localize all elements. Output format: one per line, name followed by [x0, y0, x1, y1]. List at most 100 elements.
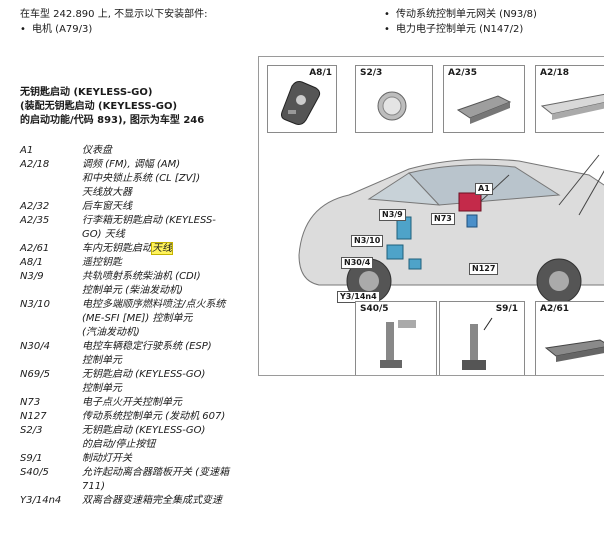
- legend-description-line: 无钥匙启动 (KEYLESS-GO): [82, 425, 206, 436]
- trunk-antenna-icon: [456, 95, 512, 124]
- legend-description-line: 车内无钥匙启动天线: [82, 242, 173, 255]
- intro-bullet: 电机 (A79/3): [20, 23, 92, 37]
- legend-row: A2/35 行李箱无钥匙启动 (KEYLESS- GO) 天线: [20, 214, 245, 242]
- legend-code: N30/4: [20, 341, 50, 352]
- legend-description: 电控多端顺序燃料喷注/点火系统 (ME-SFI [ME]) 控制单元 (汽油发动机): [82, 298, 245, 340]
- legend-description: 电子点火开关控制单元: [82, 396, 245, 410]
- legend-description-line: 遥控钥匙: [82, 257, 122, 268]
- clutch-pedal-switch-icon: [380, 320, 416, 368]
- legend-description: 车内无钥匙启动天线: [82, 242, 245, 256]
- legend-row: N73 电子点火开关控制单元: [20, 396, 245, 410]
- box-s9-1: S9/1: [439, 301, 525, 375]
- start-stop-button-icon: [377, 91, 407, 121]
- legend-code: N3/9: [20, 271, 44, 282]
- legend-description-line: 天线放大器: [82, 187, 132, 198]
- legend-description-line: 行李箱无钥匙启动 (KEYLESS-: [82, 215, 216, 226]
- legend-description-line: 共轨喷射系统柴油机 (CDI): [82, 271, 201, 282]
- callout-n30-4: N30/4: [341, 257, 374, 269]
- legend-description: 遥控钥匙: [82, 256, 245, 270]
- legend-description: 仪表盘: [82, 144, 245, 158]
- legend-description-line: (汽油发动机): [82, 327, 140, 338]
- legend-description: 共轨喷射系统柴油机 (CDI) 控制单元 (柴油发动机): [82, 270, 245, 298]
- legend-description-line: (ME-SFI [ME]) 控制单元: [82, 313, 193, 324]
- legend-code: Y3/14n4: [20, 495, 62, 506]
- legend-code: A2/18: [20, 159, 50, 170]
- legend-code: S40/5: [20, 467, 49, 478]
- right-bullet-2: 电力电子控制单元 (N147/2): [384, 23, 523, 37]
- callout-n3-10: N3/10: [351, 235, 384, 247]
- legend-description-line: 控制单元 (柴油发动机): [82, 285, 183, 296]
- legend-row: S2/3 无钥匙启动 (KEYLESS-GO) 的启动/停止按钮: [20, 424, 245, 452]
- legend-description-line: 制动灯开关: [82, 453, 132, 464]
- antenna-amplifier-icon: [540, 93, 604, 120]
- legend-code: A2/61: [20, 243, 50, 254]
- legend-row: Y3/14n4 双离合器变速箱完全集成式变速: [20, 494, 245, 508]
- legend-description-line: 和中央锁止系统 (CL [ZV]): [82, 173, 201, 184]
- legend-row: N3/10 电控多端顺序燃料喷注/点火系统 (ME-SFI [ME]) 控制单元 (汽…: [20, 298, 245, 340]
- legend-code: N69/5: [20, 369, 50, 380]
- legend-description-line: 电子点火开关控制单元: [82, 397, 182, 408]
- legend-code: N3/10: [20, 299, 50, 310]
- legend-description: 调频 (FM), 调幅 (AM) 和中央锁止系统 (CL [ZV]) 天线放大器: [82, 158, 245, 200]
- legend-description-line: 后车窗天线: [82, 201, 132, 212]
- legend-description: 传动系统控制单元 (发动机 607): [82, 410, 245, 424]
- box-a2-35: A2/35: [443, 65, 525, 133]
- legend-description: 双离合器变速箱完全集成式变速: [82, 494, 245, 508]
- legend-code: S2/3: [20, 425, 43, 436]
- legend-code: A1: [20, 145, 34, 156]
- interior-antenna-icon: [544, 339, 604, 362]
- legend-description-line: 无钥匙启动 (KEYLESS-GO): [82, 369, 206, 380]
- legend-description: 行李箱无钥匙启动 (KEYLESS- GO) 天线: [82, 214, 245, 242]
- callout-n127: N127: [469, 263, 499, 275]
- legend-description-line: 的启动/停止按钮: [82, 439, 156, 450]
- legend-description-line: 控制单元: [82, 355, 122, 366]
- component-legend: A1 仪表盘 A2/18 调频 (FM), 调幅 (AM) 和中央锁止系统 (CL [Z…: [20, 144, 245, 508]
- intro-line: 在车型 242.890 上, 不显示以下安装部件:: [20, 9, 208, 20]
- figure-panel: A8/1 S2/3 A2/35 A2/18: [258, 56, 604, 376]
- legend-description-line: 双离合器变速箱完全集成式变速: [82, 495, 222, 506]
- legend-description-line: GO) 天线: [82, 229, 125, 240]
- legend-description-line: 仪表盘: [82, 145, 112, 156]
- box-a2-61: A2/61: [535, 301, 604, 375]
- legend-code: N73: [20, 397, 41, 408]
- legend-description-line: 电控多端顺序燃料喷注/点火系统: [82, 299, 226, 310]
- legend-row: N127 传动系统控制单元 (发动机 607): [20, 410, 245, 424]
- legend-code: S9/1: [20, 453, 43, 464]
- legend-description-line: 711): [82, 481, 105, 492]
- right-bullet-1: 传动系统控制单元网关 (N93/8): [384, 8, 537, 22]
- legend-description-line: 传动系统控制单元 (发动机 607): [82, 411, 226, 422]
- box-s40-5: S40/5: [355, 301, 437, 375]
- section-title-3: 的启动功能/代码 893), 图示为车型 246: [20, 115, 205, 126]
- legend-row: A1 仪表盘: [20, 144, 245, 158]
- legend-row: A8/1 遥控钥匙: [20, 256, 245, 270]
- legend-description: 电控车辆稳定行驶系统 (ESP) 控制单元: [82, 340, 245, 368]
- box-a8-1: A8/1: [267, 65, 337, 133]
- legend-description: 无钥匙启动 (KEYLESS-GO) 的启动/停止按钮: [82, 424, 245, 452]
- legend-row: N30/4 电控车辆稳定行驶系统 (ESP) 控制单元: [20, 340, 245, 368]
- legend-row: N69/5 无钥匙启动 (KEYLESS-GO) 控制单元: [20, 368, 245, 396]
- legend-code: N127: [20, 411, 47, 422]
- remote-key-icon: [281, 81, 321, 125]
- legend-code: A8/1: [20, 257, 43, 268]
- box-s2-3: S2/3: [355, 65, 433, 133]
- legend-description: 后车窗天线: [82, 200, 245, 214]
- callout-n73: N73: [431, 213, 455, 225]
- callout-n3-9: N3/9: [379, 209, 406, 221]
- highlighted-term: 天线: [151, 242, 173, 255]
- legend-row: A2/61 车内无钥匙启动天线: [20, 242, 245, 256]
- callout-a1: A1: [475, 183, 493, 195]
- legend-description-line: 控制单元: [82, 383, 122, 394]
- legend-description: 无钥匙启动 (KEYLESS-GO) 控制单元: [82, 368, 245, 396]
- legend-description-line: 调频 (FM), 调幅 (AM): [82, 159, 181, 170]
- legend-description: 制动灯开关: [82, 452, 245, 466]
- legend-description-line: 电控车辆稳定行驶系统 (ESP): [82, 341, 212, 352]
- box-a2-18: A2/18: [535, 65, 604, 133]
- legend-row: A2/18 调频 (FM), 调幅 (AM) 和中央锁止系统 (CL [ZV]) 天线…: [20, 158, 245, 200]
- brake-light-switch-icon: [462, 317, 493, 370]
- section-title-2: (装配无钥匙启动 (KEYLESS-GO): [20, 101, 178, 112]
- legend-code: A2/35: [20, 215, 50, 226]
- legend-row: N3/9 共轨喷射系统柴油机 (CDI) 控制单元 (柴油发动机): [20, 270, 245, 298]
